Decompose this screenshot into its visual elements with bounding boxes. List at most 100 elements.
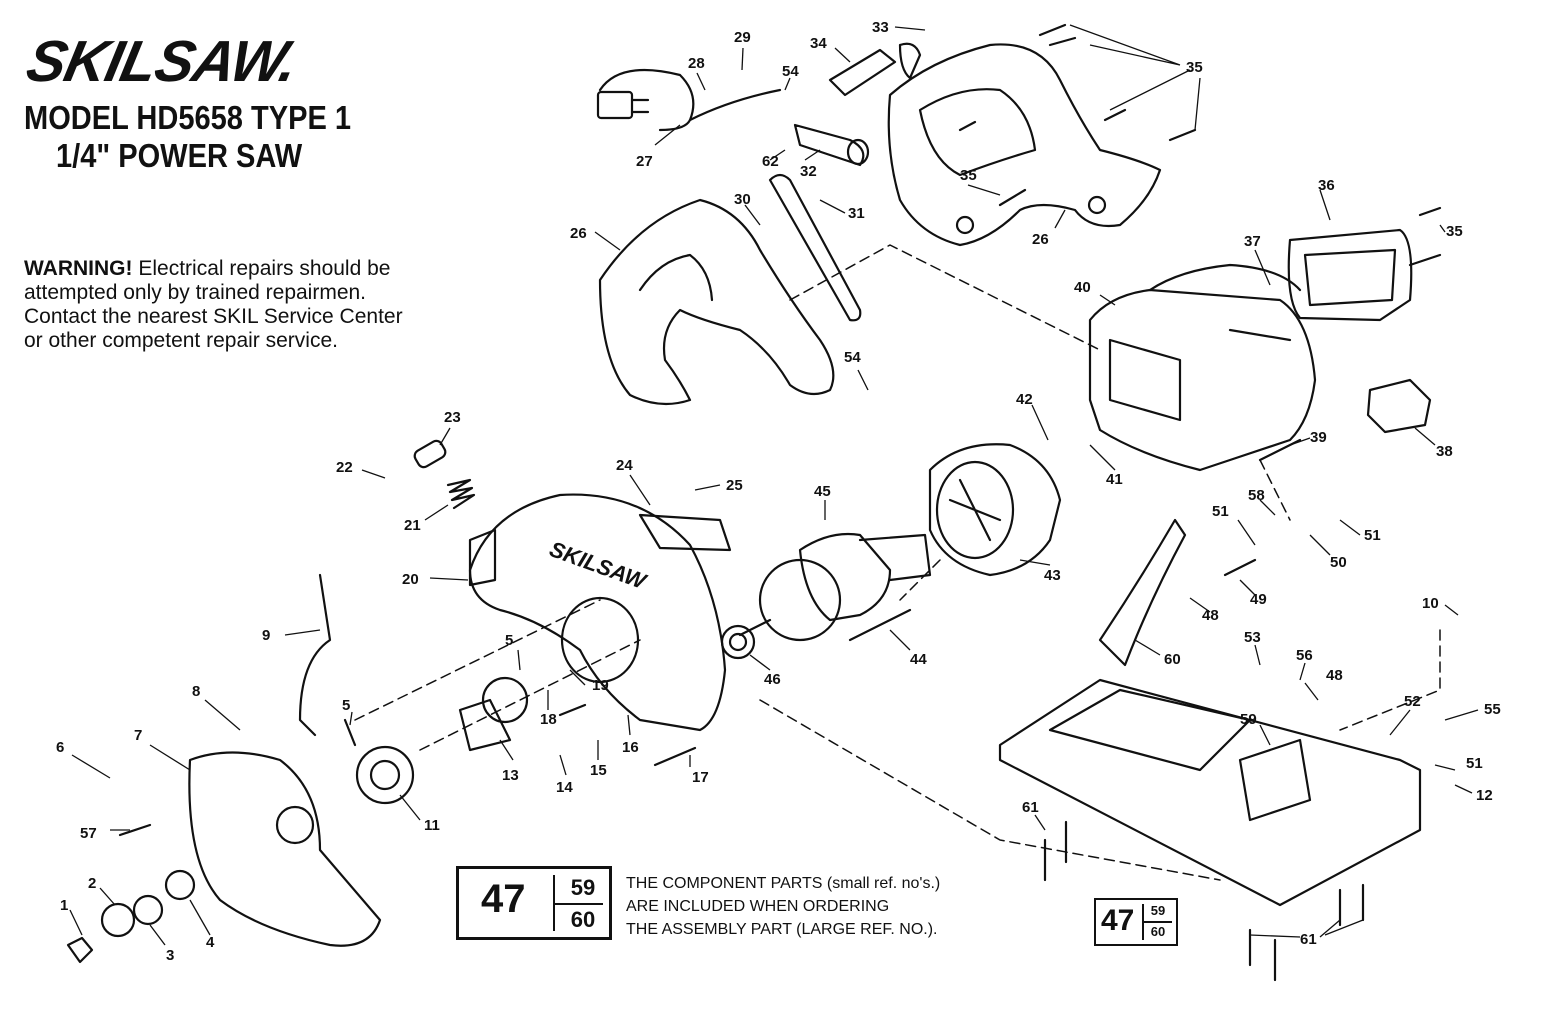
callout-37: 37 <box>1244 233 1261 250</box>
base-component-bottom: 60 <box>1150 924 1166 939</box>
callout-19: 19 <box>592 677 609 694</box>
callout-61a: 61 <box>1022 799 1039 816</box>
lever <box>298 573 332 737</box>
callout-48a: 48 <box>1202 607 1219 624</box>
callout-24: 24 <box>616 457 633 474</box>
callout-53: 53 <box>1244 629 1261 646</box>
callout-5b: 5 <box>342 697 350 714</box>
callout-35b: 35 <box>960 167 977 184</box>
callout-5a: 5 <box>505 632 513 649</box>
callout-51c: 51 <box>1466 755 1483 772</box>
leader-lines <box>69 24 1479 946</box>
washer-2 <box>100 902 136 938</box>
callout-27: 27 <box>636 153 653 170</box>
callout-8: 8 <box>192 683 200 700</box>
model-title: MODEL HD5658 TYPE 1 <box>24 99 352 136</box>
callout-35c: 35 <box>1446 223 1463 240</box>
callout-4: 4 <box>206 934 215 951</box>
callout-56: 56 <box>1296 647 1313 664</box>
strain-relief <box>793 123 870 167</box>
callout-14: 14 <box>556 779 573 796</box>
callout-58: 58 <box>1248 487 1265 504</box>
callout-13: 13 <box>502 767 519 784</box>
trigger-link <box>768 173 862 322</box>
base-assembly-key-box: 47 59 60 <box>1094 898 1178 946</box>
legend-note-line-3: THE ASSEMBLY PART (LARGE REF. NO.). <box>626 921 938 938</box>
callout-9: 9 <box>262 627 270 644</box>
callout-45: 45 <box>814 483 831 500</box>
spindle-gear <box>458 676 529 752</box>
callout-20: 20 <box>402 571 419 588</box>
bearing <box>720 624 756 660</box>
guard-lettering: SKILSAW <box>546 536 651 595</box>
warning-label: WARNING! <box>24 257 133 280</box>
callout-22: 22 <box>336 459 353 476</box>
legend-key-box: 47 59 60 <box>456 866 612 940</box>
legend-assembly-number: 47 <box>481 877 526 921</box>
handle-right-half <box>887 43 1162 247</box>
callout-34: 34 <box>810 35 827 52</box>
warning-text: WARNING! Electrical repairs should be at… <box>24 257 403 353</box>
callout-11: 11 <box>424 817 440 834</box>
callout-18: 18 <box>540 711 557 728</box>
callout-52: 52 <box>1404 693 1421 710</box>
base-plate <box>998 678 1422 907</box>
callout-41: 41 <box>1106 471 1123 488</box>
motor-housing <box>1088 263 1317 472</box>
warning-line-1: Electrical repairs should be <box>138 257 391 280</box>
warning-line-2: attempted only by trained repairmen. <box>24 281 367 304</box>
callout-23: 23 <box>444 409 461 426</box>
callout-39: 39 <box>1310 429 1327 446</box>
armature <box>738 532 932 642</box>
callout-28: 28 <box>688 55 705 72</box>
callout-15: 15 <box>590 762 607 779</box>
callout-17: 17 <box>692 769 709 786</box>
base-assembly-number: 47 <box>1101 904 1135 937</box>
washer-3 <box>132 894 164 926</box>
ring-4 <box>164 869 196 901</box>
callout-60: 60 <box>1164 651 1181 668</box>
callout-40: 40 <box>1074 279 1091 296</box>
callout-61b: 61 <box>1300 931 1317 948</box>
callout-44: 44 <box>910 651 927 668</box>
bevel-quadrant <box>1098 518 1187 667</box>
switch <box>828 42 922 97</box>
callout-16: 16 <box>622 739 639 756</box>
legend-divider-horizontal <box>553 903 603 905</box>
brush-holder <box>1366 378 1432 434</box>
brush-cover <box>1287 228 1413 322</box>
callout-43: 43 <box>1044 567 1061 584</box>
model-subtitle: 1/4" POWER SAW <box>56 137 303 174</box>
callout-25: 25 <box>726 477 743 494</box>
callout-2: 2 <box>88 875 96 892</box>
spring <box>446 478 476 510</box>
callout-46: 46 <box>764 671 781 688</box>
legend-note-line-2: ARE INCLUDED WHEN ORDERING <box>626 898 890 915</box>
assembly-dash-lines <box>354 244 1441 881</box>
base-divider-horizontal <box>1142 921 1172 923</box>
field-assembly <box>928 443 1062 577</box>
callout-33: 33 <box>872 19 889 36</box>
legend-component-top: 59 <box>570 875 596 900</box>
callout-30: 30 <box>734 191 751 208</box>
callout-6: 6 <box>56 739 64 756</box>
callout-51a: 51 <box>1212 503 1229 520</box>
bearing-11 <box>355 745 415 805</box>
callout-35a: 35 <box>1186 59 1203 76</box>
callout-42: 42 <box>1016 391 1033 408</box>
upper-guard <box>468 493 727 732</box>
screws <box>118 23 1442 982</box>
callout-54b: 54 <box>844 349 861 366</box>
warning-line-3: Contact the nearest SKIL Service Center <box>24 305 403 328</box>
callout-55: 55 <box>1484 701 1501 718</box>
callout-29: 29 <box>734 29 751 46</box>
callout-labels: 1 2 3 4 5 5 6 7 8 9 10 11 12 13 14 15 16… <box>56 19 1501 964</box>
lower-guard <box>188 751 382 947</box>
callout-31: 31 <box>848 205 865 222</box>
base-component-top: 59 <box>1150 903 1166 918</box>
callout-57: 57 <box>80 825 97 842</box>
callout-1: 1 <box>60 897 68 914</box>
callout-38: 38 <box>1436 443 1453 460</box>
callout-50: 50 <box>1330 554 1347 571</box>
